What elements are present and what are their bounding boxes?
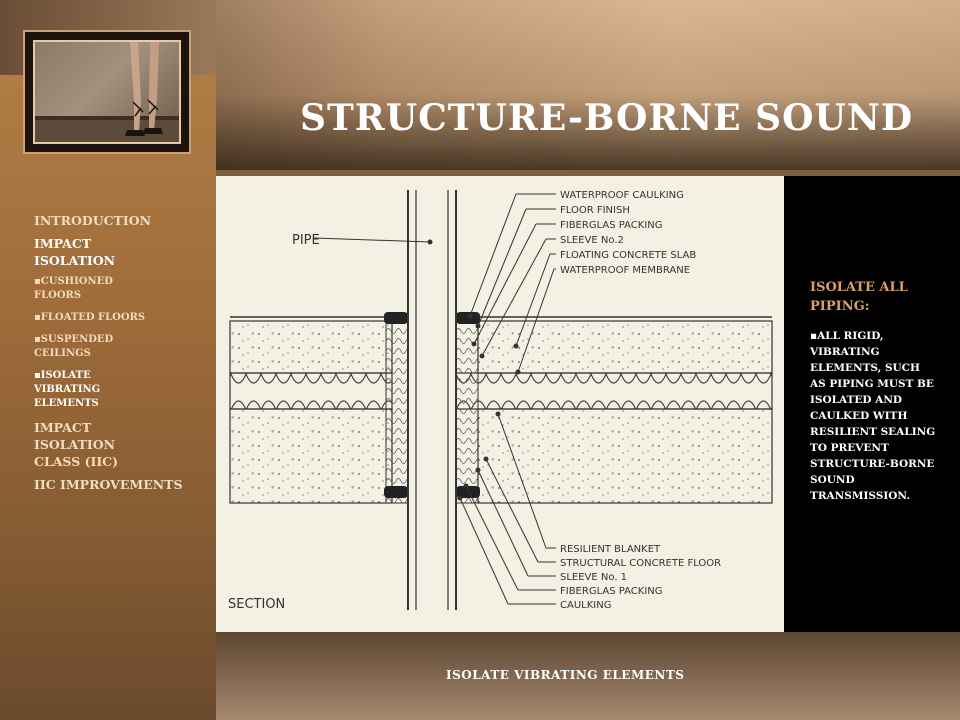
section-label: SECTION [228,597,285,612]
sidebar-subitem-cushioned-floors[interactable]: ▪CUSHIONED FLOORS [34,276,113,301]
label-sleeve-no2: SLEEVE No.2 [560,235,624,246]
label-sleeve-no1: SLEEVE No. 1 [560,572,627,583]
header-photo [33,40,181,144]
header-shade [216,0,960,170]
section-diagram: PIPE SECTION WATERPROOF CAULKING FLOOR F… [216,176,784,632]
label-caulking: CAULKING [560,600,611,611]
sidebar-item-iic-improvements[interactable]: IIC IMPROVEMENTS [34,477,183,492]
sidebar-subitem-suspended-ceilings[interactable]: ▪SUSPENDED CEILINGS [34,334,114,359]
page-title: STRUCTURE-BORNE SOUND [300,97,914,139]
label-waterproof-caulking: WATERPROOF CAULKING [560,190,684,201]
pipe-label: PIPE [292,233,320,248]
sidebar-item-impact-isolation-class[interactable]: IMPACT ISOLATION CLASS (IIC) [34,420,119,469]
label-floating-concrete-slab: FLOATING CONCRETE SLAB [560,250,696,261]
label-resilient-blanket: RESILIENT BLANKET [560,544,661,555]
sidebar-item-introduction[interactable]: INTRODUCTION [34,213,152,228]
label-fiberglas-packing-top: FIBERGLAS PACKING [560,220,663,231]
info-panel-heading: ISOLATE ALL PIPING: [810,280,908,314]
sidebar-nav: INTRODUCTION IMPACT ISOLATION ▪CUSHIONED… [34,212,204,499]
label-waterproof-membrane: WATERPROOF MEMBRANE [560,265,690,276]
sidebar-subitem-isolate-vibrating-elements[interactable]: ▪ISOLATE VIBRATING ELEMENTS [34,370,101,409]
photo-legs-illustration [35,42,179,142]
sidebar-item-impact-isolation[interactable]: IMPACT ISOLATION [34,236,116,268]
sidebar [0,75,216,720]
label-structural-concrete-floor: STRUCTURAL CONCRETE FLOOR [560,558,721,569]
info-panel-body: ▪ALL RIGID, VIBRATING ELEMENTS, SUCH AS … [810,330,936,502]
pipe-section-drawing: PIPE SECTION WATERPROOF CAULKING FLOOR F… [228,190,773,612]
sidebar-subitem-floated-floors[interactable]: ▪FLOATED FLOORS [34,312,146,323]
footer-caption: ISOLATE VIBRATING ELEMENTS [446,668,685,682]
label-fiberglas-packing-bottom: FIBERGLAS PACKING [560,586,663,597]
info-panel: ISOLATE ALL PIPING: ▪ALL RIGID, VIBRATIN… [784,176,960,632]
footer-background [216,632,960,720]
header-photo-frame [23,30,191,154]
label-floor-finish: FLOOR FINISH [560,205,630,216]
